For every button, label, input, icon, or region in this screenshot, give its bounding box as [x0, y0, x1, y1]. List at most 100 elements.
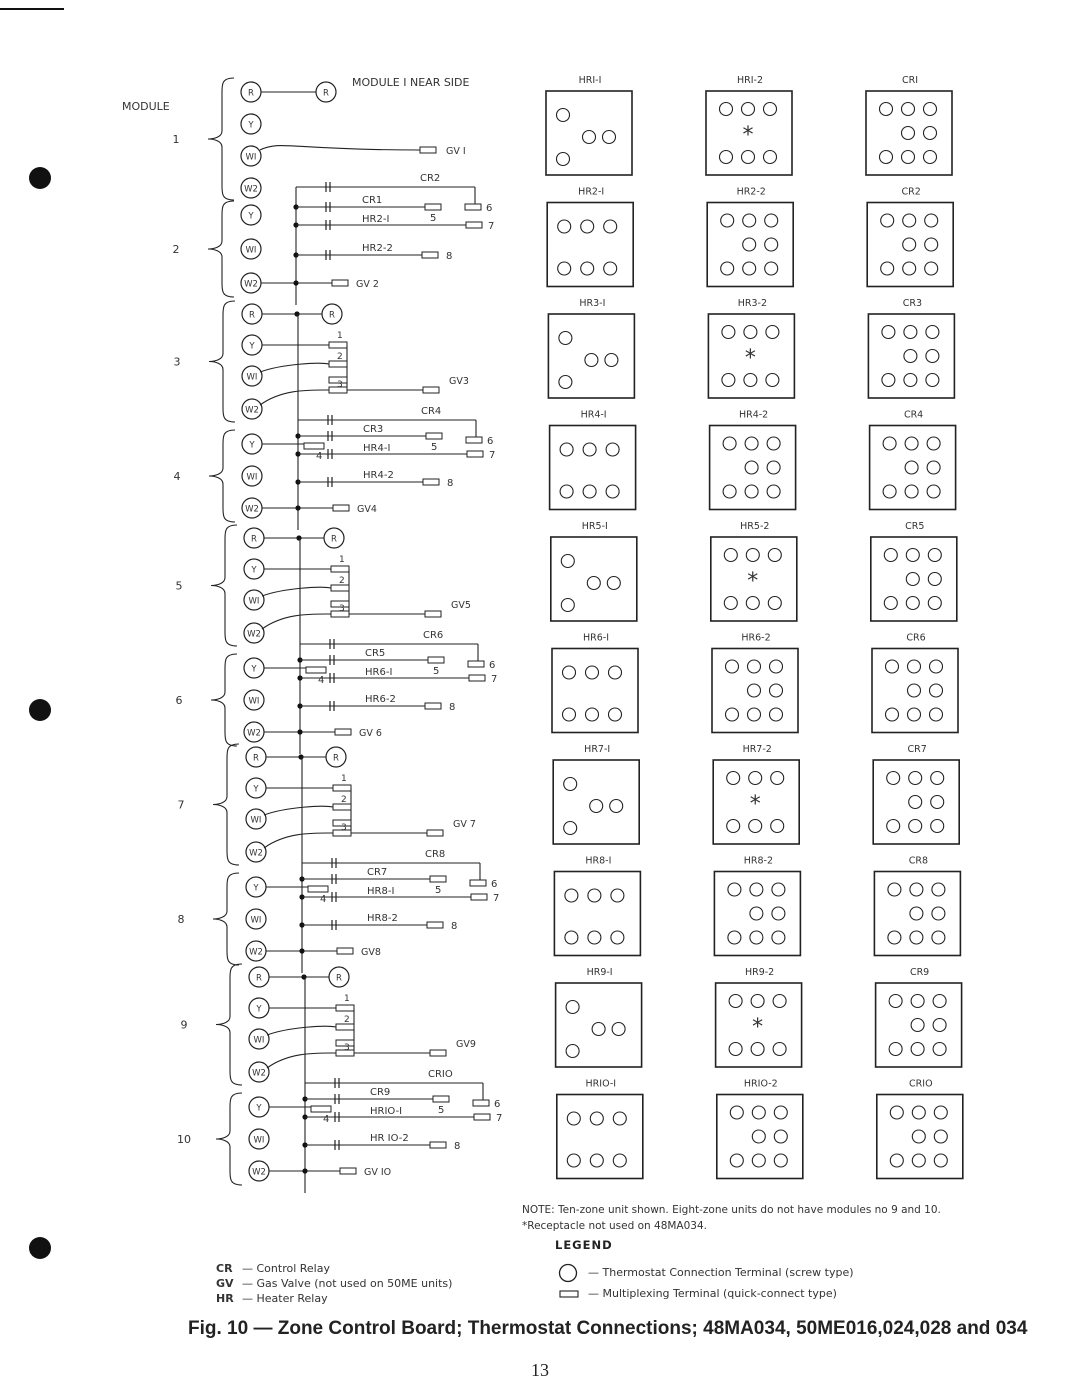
relay-pin — [721, 324, 736, 340]
relay-pin — [883, 595, 898, 611]
multiplexing-terminal — [427, 656, 445, 664]
legend-text: — Heater Relay — [242, 1292, 328, 1305]
relay-pin — [903, 348, 918, 364]
relay-socket-hr3-2: HR3-2* — [707, 298, 796, 399]
relay-pin — [742, 237, 757, 252]
relay-label: HRIO-2 — [744, 1079, 778, 1090]
relay-pin — [771, 882, 786, 897]
pin-number: 1 — [339, 555, 345, 565]
multiplexing-terminal — [464, 203, 482, 211]
terminal-wi-1 — [240, 145, 262, 167]
relay-pin — [720, 213, 735, 228]
relay-pin — [930, 818, 945, 834]
relay-pin — [878, 101, 894, 117]
legend-item-hr: HR— Heater Relay — [216, 1292, 328, 1305]
wire-wi — [259, 362, 330, 373]
relay-pin — [880, 213, 895, 228]
relay-pin — [883, 547, 898, 563]
pin-number: 7 — [493, 893, 499, 904]
relay-label: HR5-2 — [740, 521, 769, 532]
pin-number: 8 — [446, 251, 452, 262]
relay-socket-cr4: CR4 — [868, 410, 957, 511]
relay-pin — [882, 484, 897, 499]
relay-socket-cri: CRI — [865, 75, 953, 176]
relay-pin — [933, 1105, 948, 1120]
pin-number: 7 — [496, 1113, 502, 1124]
relay-socket-hrio-2: HRIO-2 — [715, 1079, 804, 1180]
relay-pin — [773, 1105, 788, 1120]
relay-pin — [889, 1105, 904, 1120]
relay-pin — [773, 1153, 788, 1168]
relay-pin — [881, 372, 896, 388]
module-brace — [210, 524, 238, 647]
relay-pin — [748, 818, 763, 834]
page-number: 13 — [531, 1360, 549, 1380]
relay-pin — [902, 261, 917, 276]
relay-pin — [910, 1017, 925, 1033]
label-gv: GV 6 — [359, 728, 382, 739]
relay-pin — [750, 993, 765, 1009]
relay-socket-cr5: CR5 — [869, 521, 958, 622]
relay-pin — [933, 1153, 948, 1168]
pin-number: 3 — [337, 380, 343, 390]
relay-pin — [884, 707, 900, 722]
relay-socket-hr5-2: HR5-2* — [709, 521, 798, 622]
multiplexing-terminal — [429, 1049, 447, 1057]
terminal-wi-4-label: WI — [247, 473, 258, 483]
terminal-y-1-label: Y — [247, 121, 254, 131]
wire-wi — [263, 805, 334, 816]
relay-label: HR6-2 — [741, 633, 770, 644]
relay-pin — [911, 1129, 926, 1144]
relay-pin — [563, 820, 578, 836]
relay-pin — [886, 818, 901, 834]
multiplexing-terminal — [310, 1105, 332, 1113]
relay-pin — [765, 324, 780, 340]
relay-pin — [610, 930, 625, 945]
relay-pin — [882, 436, 897, 451]
terminal-w2-1 — [240, 177, 262, 199]
relay-label: HR7-I — [584, 744, 610, 755]
label-gv: GV 7 — [453, 819, 476, 830]
label-hr2: HR4-2 — [363, 470, 394, 481]
label-hr2: HR6-2 — [365, 694, 396, 705]
relay-pin — [888, 1041, 903, 1057]
relay-pin — [749, 882, 764, 897]
relay-pin — [772, 993, 787, 1009]
wire-w2 — [263, 832, 334, 849]
multiplexing-terminal — [429, 875, 447, 883]
relay-pin — [900, 149, 916, 165]
terminal-w2-6-label: W2 — [247, 729, 261, 739]
relay-pin — [555, 151, 571, 167]
multiplexing-terminal — [469, 879, 487, 887]
relay-socket-hr8-2: HR8-2 — [713, 856, 802, 957]
terminal-r-7-label: R — [253, 754, 259, 764]
relay-pin — [771, 930, 786, 945]
terminal-y-8-label: Y — [252, 884, 259, 894]
relay-pin — [768, 659, 784, 674]
terminal-r-near-side — [315, 81, 337, 103]
relay-pin — [601, 129, 617, 145]
terminal-y-2-label: Y — [247, 212, 254, 222]
pin-number: 6 — [487, 436, 493, 447]
terminal-r-9-label: R — [256, 974, 262, 984]
relay-pin — [728, 1041, 743, 1057]
relay-pin — [930, 770, 945, 786]
multiplexing-terminal — [470, 893, 488, 901]
relay-pin — [925, 324, 940, 340]
relay-label: HR3-I — [579, 298, 605, 309]
relay-pin — [924, 213, 939, 228]
relay-pin — [607, 665, 623, 680]
relay-pin — [887, 930, 902, 945]
relay-socket-cr3: CR3 — [867, 298, 956, 399]
relay-socket-hr9-2: HR9-2* — [714, 967, 803, 1068]
legend-circle-text: — Thermostat Connection Terminal (screw … — [588, 1266, 854, 1279]
relay-label: HRI-2 — [737, 75, 763, 86]
relay-pin — [726, 818, 741, 834]
relay-pin — [765, 372, 780, 388]
multiplexing-terminal — [332, 803, 352, 811]
relay-label: HR5-I — [582, 521, 608, 532]
label-hr1: HR4-I — [363, 443, 390, 454]
label-gv: GV5 — [451, 600, 471, 611]
pin-number: 7 — [488, 221, 494, 232]
